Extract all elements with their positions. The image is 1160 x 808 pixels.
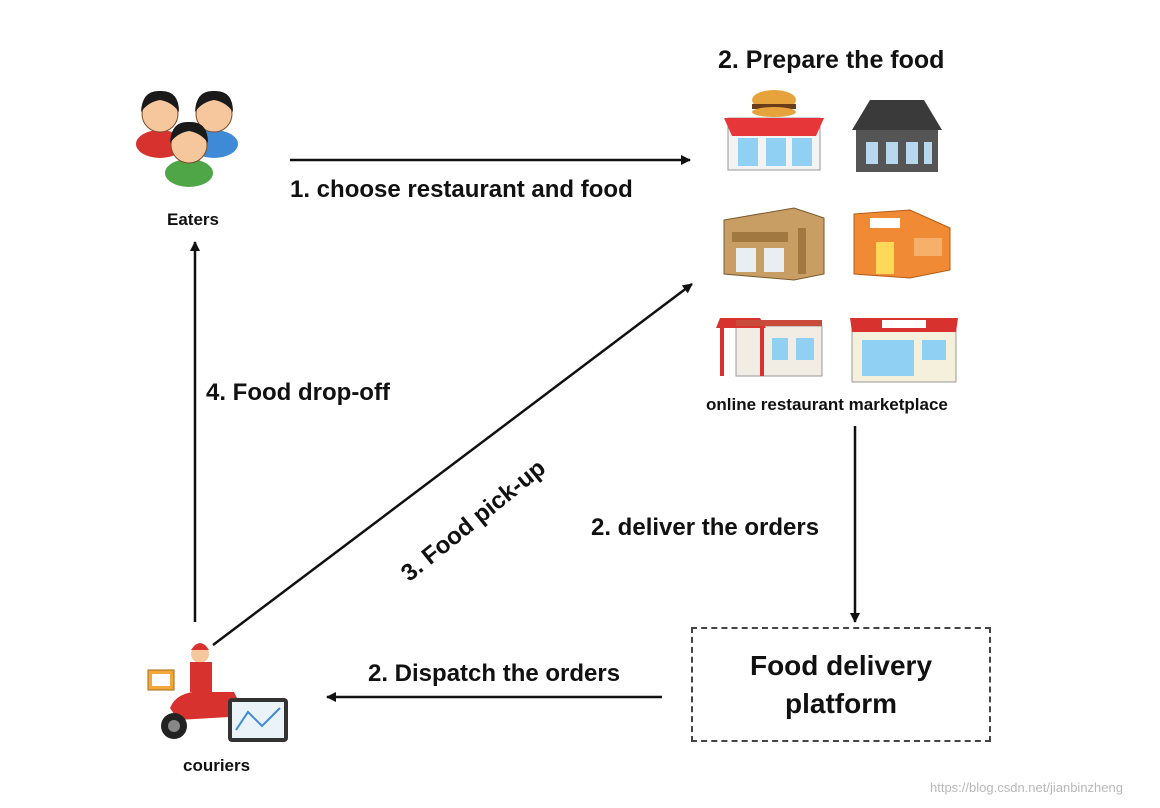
people-group-icon [136,90,238,187]
prepare-food-title: 2. Prepare the food [718,46,945,74]
wood-shop-icon [723,207,825,281]
marketplace-label: online restaurant marketplace [706,395,948,414]
food-delivery-platform-box: Food delivery platform [691,627,991,742]
orange-shop-icon [853,209,951,279]
scooter-courier-icon [147,643,288,742]
edge-label-dispatch: 2. Dispatch the orders [368,660,621,687]
eaters-label: Eaters [167,210,219,229]
dark-shop-icon [852,100,942,172]
edge-label-choose: 1. choose restaurant and food [290,176,633,203]
canopy-shop-icon [716,318,823,377]
arrow-pickup [212,283,693,646]
edge-label-deliver: 2. deliver the orders [591,514,820,541]
edge-label-dropoff: 4. Food drop-off [206,379,390,406]
watermark: https://blog.csdn.net/jianbinzheng [930,780,1123,795]
burger-shop-icon [724,90,824,171]
market-shop-icon [850,318,958,383]
platform-label: Food delivery platform [749,649,933,719]
couriers-label: couriers [183,756,251,775]
